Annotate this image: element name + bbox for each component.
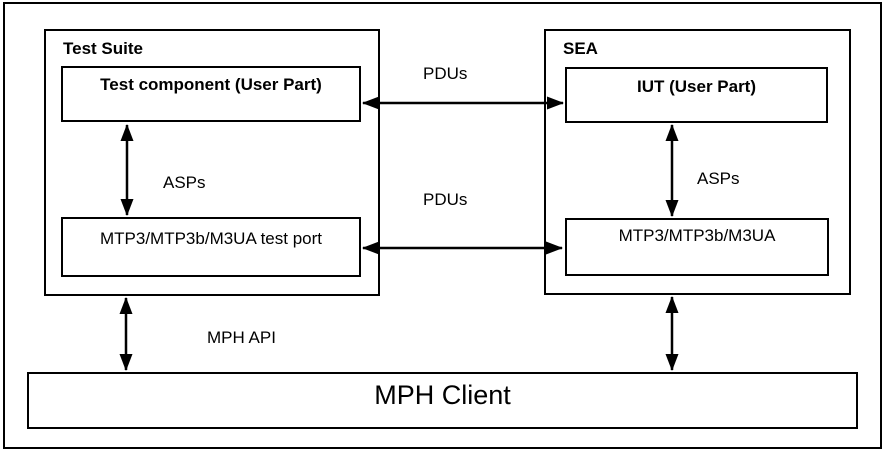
mph-api-label: MPH API xyxy=(207,328,276,347)
mph-client-box: MPH Client xyxy=(27,372,858,429)
mtp3-test-port-box: MTP3/MTP3b/M3UA test port xyxy=(61,217,361,277)
iut-box: IUT (User Part) xyxy=(565,67,828,123)
asps-left-label: ASPs xyxy=(163,173,206,192)
pdus-bottom-label: PDUs xyxy=(423,190,468,209)
test-component-box: Test component (User Part) xyxy=(61,66,361,122)
diagram-outer-frame xyxy=(3,2,882,449)
mtp3-test-port-label: MTP3/MTP3b/M3UA test port xyxy=(99,229,322,248)
pdus-top-label: PDUs xyxy=(423,64,468,83)
mph-client-label: MPH Client xyxy=(374,379,511,410)
sea-mtp3-stack-box: MTP3/MTP3b/M3UA xyxy=(565,218,829,276)
sea-group-box: SEA xyxy=(544,29,851,295)
test-suite-group-box: Test Suite xyxy=(44,29,380,296)
test-suite-title: Test Suite xyxy=(63,39,143,58)
sea-title: SEA xyxy=(563,39,598,58)
test-component-label: Test component (User Part) xyxy=(100,75,322,94)
asps-right-label: ASPs xyxy=(697,169,740,188)
sea-mtp3-stack-label: MTP3/MTP3b/M3UA xyxy=(618,226,776,245)
iut-label: IUT (User Part) xyxy=(636,77,757,96)
